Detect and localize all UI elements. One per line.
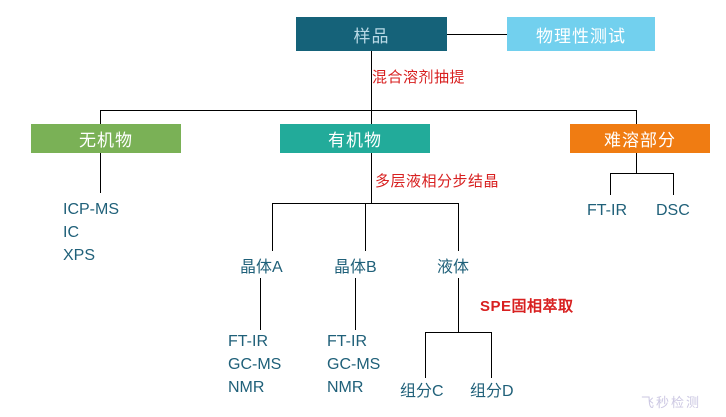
node-component-c: 组分C xyxy=(400,383,444,400)
connector-spe-bus xyxy=(425,332,491,333)
node-liquid: 液体 xyxy=(437,259,470,276)
method-crystal-a-0: FT-IR xyxy=(228,333,268,350)
connector-crystal-b-stem xyxy=(355,278,356,330)
box-inorganic[interactable]: 无机物 xyxy=(31,124,181,153)
method-insoluble-ftir: FT-IR xyxy=(587,202,627,219)
connector-organic-stem xyxy=(371,153,372,203)
connector-spe-to-component-d xyxy=(491,332,492,378)
process-label-spe-extraction: SPE固相萃取 xyxy=(480,298,574,315)
connector-bus-to-insoluble xyxy=(636,110,637,124)
connector-sample-stem xyxy=(371,51,372,110)
process-label-mixed-solvent-extraction: 混合溶剂抽提 xyxy=(372,69,466,86)
node-crystal-a: 晶体A xyxy=(240,259,283,276)
connector-organic-to-crystal-a xyxy=(272,203,273,251)
connector-organic-to-liquid xyxy=(458,203,459,251)
method-crystal-a-2: NMR xyxy=(228,379,265,396)
method-inorganic-1: IC xyxy=(63,224,79,241)
connector-insoluble-bus xyxy=(610,173,674,174)
connector-insoluble-to-ftir xyxy=(610,173,611,195)
node-component-d: 组分D xyxy=(470,383,514,400)
box-sample[interactable]: 样品 xyxy=(296,17,447,51)
connector-inorganic-stem xyxy=(100,153,101,193)
connector-sample-to-physical xyxy=(447,34,507,35)
connector-organic-to-crystal-b xyxy=(365,203,366,251)
connector-bus-to-inorganic xyxy=(100,110,101,124)
process-label-multilayer-crystallization: 多层液相分步结晶 xyxy=(375,173,500,190)
box-organic[interactable]: 有机物 xyxy=(280,124,430,153)
method-crystal-b-2: NMR xyxy=(327,379,364,396)
node-crystal-b: 晶体B xyxy=(334,259,377,276)
box-insoluble[interactable]: 难溶部分 xyxy=(570,124,710,153)
method-list-crystal-b: FT-IR GC-MS NMR xyxy=(327,330,380,399)
method-crystal-b-1: GC-MS xyxy=(327,356,381,373)
method-crystal-b-0: FT-IR xyxy=(327,333,367,350)
method-insoluble-dsc: DSC xyxy=(656,202,690,219)
method-list-crystal-a: FT-IR GC-MS NMR xyxy=(228,330,281,399)
watermark: 飞秒检测 xyxy=(641,395,702,410)
connector-spe-to-component-c xyxy=(425,332,426,378)
connector-main-bus xyxy=(100,110,637,111)
connector-insoluble-to-dsc xyxy=(673,173,674,195)
box-physical-test[interactable]: 物理性测试 xyxy=(507,17,655,51)
method-inorganic-2: XPS xyxy=(63,247,96,264)
connector-bus-to-organic xyxy=(371,110,372,124)
connector-crystal-a-stem xyxy=(260,278,261,330)
method-list-inorganic: ICP-MS IC XPS xyxy=(63,198,119,267)
method-inorganic-0: ICP-MS xyxy=(63,201,119,218)
connector-liquid-stem xyxy=(458,278,459,332)
method-crystal-a-1: GC-MS xyxy=(228,356,282,373)
connector-insoluble-stem xyxy=(636,153,637,173)
